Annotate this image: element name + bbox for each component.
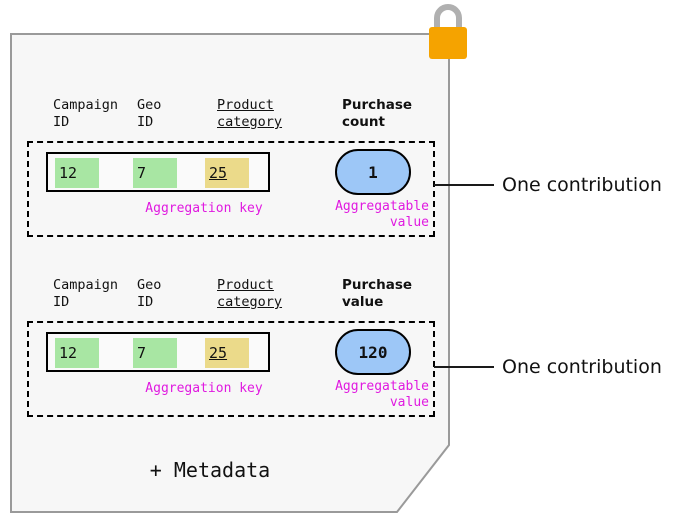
header-purchase-count: Purchase count (342, 97, 413, 130)
padlock-icon (429, 4, 467, 59)
metadata-label: + Metadata (149, 458, 271, 482)
aggregatable-value-label-1: Aggregatable value (335, 199, 429, 230)
column-headers-1: Campaign ID Geo ID Product category Purc… (27, 97, 435, 141)
contribution-boundary-1: 12 7 25 1 Aggregation key Aggregatable v… (27, 141, 435, 237)
header-product-category: Product category (217, 277, 283, 310)
header-geo-id: Geo ID (137, 97, 162, 130)
key-cell-campaign-id: 12 (55, 338, 99, 368)
key-cell-geo-id: 7 (133, 158, 177, 188)
header-campaign-id: Campaign ID (53, 277, 119, 310)
aggregation-key-label-2: Aggregation key (145, 381, 263, 396)
header-product-category: Product category (217, 97, 283, 130)
header-geo-id: Geo ID (137, 277, 162, 310)
column-headers-2: Campaign ID Geo ID Product category Purc… (27, 277, 435, 321)
contribution-boundary-2: 12 7 25 120 Aggregation key Aggregatable… (27, 321, 435, 417)
contribution-block-1: Campaign ID Geo ID Product category Purc… (27, 97, 435, 237)
callout-leader-line-1 (434, 184, 494, 186)
callout-contribution-1: One contribution (434, 170, 662, 200)
contribution-block-2: Campaign ID Geo ID Product category Purc… (27, 277, 435, 417)
aggregatable-value-label-2: Aggregatable value (335, 379, 429, 410)
aggregation-key-box-1: 12 7 25 (46, 152, 270, 192)
aggregation-key-box-2: 12 7 25 (46, 332, 270, 372)
callout-label-2: One contribution (502, 356, 662, 378)
key-cell-product-category: 25 (205, 158, 249, 188)
key-cell-campaign-id: 12 (55, 158, 99, 188)
aggregation-key-label-1: Aggregation key (145, 201, 263, 216)
callout-leader-line-2 (434, 366, 494, 368)
header-purchase-value: Purchase value (342, 277, 413, 310)
aggregatable-value-2: 120 (335, 329, 411, 375)
header-campaign-id: Campaign ID (53, 97, 119, 130)
aggregatable-value-1: 1 (335, 149, 411, 195)
key-cell-geo-id: 7 (133, 338, 177, 368)
callout-contribution-2: One contribution (434, 352, 662, 382)
key-cell-product-category: 25 (205, 338, 249, 368)
callout-label-1: One contribution (502, 174, 662, 196)
